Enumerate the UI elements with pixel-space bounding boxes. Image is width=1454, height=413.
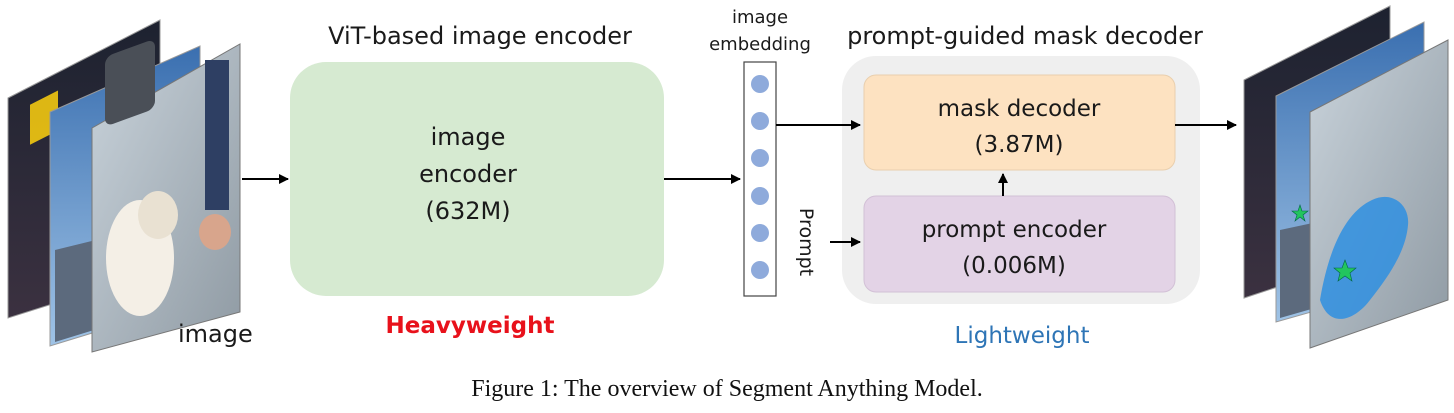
encoder-params: (632M) [425, 197, 510, 225]
embedding-dot [751, 75, 769, 93]
input-image-label: image [178, 320, 253, 348]
prompt-encoder-params: (0.006M) [962, 253, 1066, 279]
embedding-label-line1: image [732, 7, 788, 28]
encoder-label-line2: encoder [419, 160, 517, 188]
decoder-group-title: prompt-guided mask decoder [847, 22, 1203, 50]
encoder-label-line1: image [431, 123, 506, 151]
mask-decoder-params: (3.87M) [974, 132, 1063, 158]
embedding-dot [751, 187, 769, 205]
input-image-stack: image [7, 19, 253, 353]
prompt-encoder-block [863, 195, 1176, 293]
lightweight-tag: Lightweight [955, 323, 1090, 349]
embedding-dot [751, 224, 769, 242]
embedding-dot [751, 261, 769, 279]
prompt-input-label: Prompt [795, 208, 817, 276]
heavyweight-tag: Heavyweight [386, 313, 555, 339]
output-mask-stack [1243, 5, 1449, 349]
image-encoder-block [290, 62, 664, 296]
figure-caption: Figure 1: The overview of Segment Anythi… [471, 376, 983, 402]
mask-decoder-block [863, 74, 1176, 171]
segmentation-mask [1320, 196, 1409, 319]
mask-decoder-label: mask decoder [938, 96, 1101, 122]
embedding-dot [751, 112, 769, 130]
prompt-point-star [1333, 259, 1357, 282]
embedding-dot [751, 149, 769, 167]
embedding-dots [751, 75, 769, 279]
embedding-label-line2: embedding [709, 34, 811, 55]
embedding-vector [743, 61, 777, 297]
prompt-point-star [1291, 204, 1309, 222]
prompt-encoder-label: prompt encoder [922, 217, 1107, 243]
encoder-title: ViT-based image encoder [328, 22, 632, 50]
